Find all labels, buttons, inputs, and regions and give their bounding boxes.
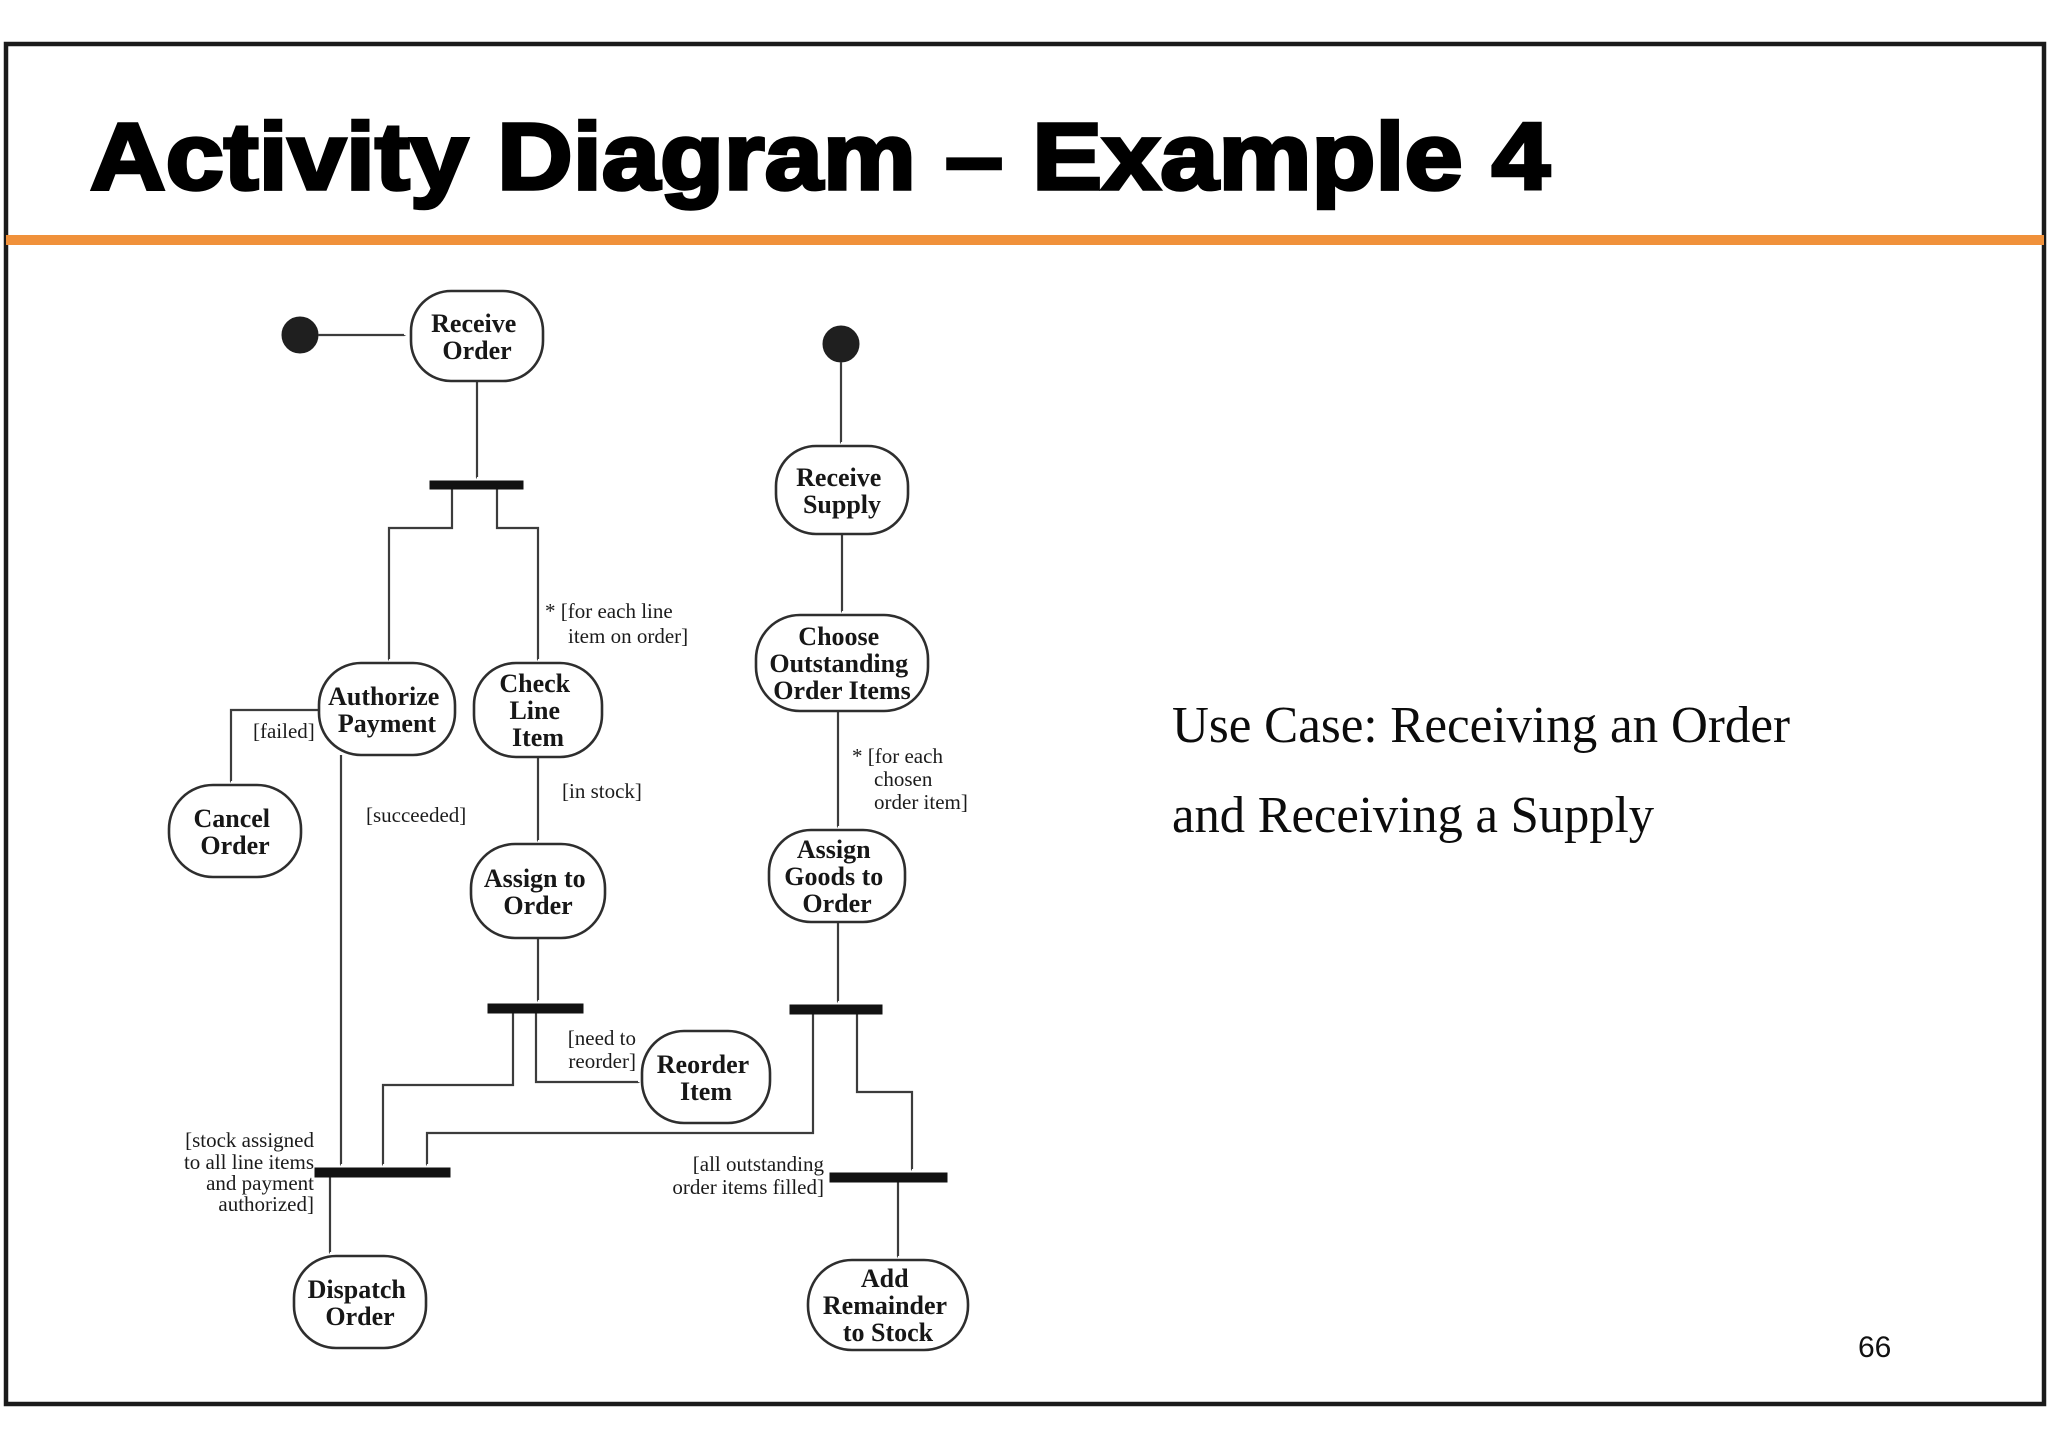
- svg-text:Reorder Item: Reorder Item: [657, 1050, 755, 1106]
- node-cancel-order: Cancel Order: [167, 783, 303, 879]
- guard-succeeded: [succeeded]: [366, 803, 466, 827]
- svg-text:Authorize Payment: Authorize Payment: [328, 682, 446, 738]
- branch-bar-supply: [789, 1004, 883, 1015]
- node-label: Receive: [796, 463, 881, 492]
- node-label: Reorder: [657, 1050, 749, 1079]
- guard-failed: [failed]: [253, 719, 315, 743]
- svg-text:Choose Outstanding: Choose Outstanding Order Items: [769, 622, 914, 705]
- initial-node-supply-icon: [822, 325, 860, 363]
- node-label: Order: [503, 891, 572, 920]
- diagram-edges: [231, 333, 914, 1256]
- edge-supply-join-to-order-join: [427, 1014, 815, 1164]
- node-label: Assign: [797, 835, 871, 864]
- node-label: Item: [680, 1077, 732, 1106]
- node-label: Order: [802, 889, 871, 918]
- node-label: Order Items: [773, 676, 910, 705]
- node-add-remainder-to-stock: Add Remainder to Stock: [806, 1258, 970, 1352]
- guard-in-stock: [in stock]: [562, 779, 642, 803]
- node-label: Receive: [431, 309, 516, 338]
- guard-stock-assigned: authorized]: [218, 1192, 314, 1216]
- page-title: Activity Diagram – Example 4: [90, 104, 1550, 210]
- join-bar-dispatch: [314, 1167, 451, 1178]
- edge-fork-to-authorize: [389, 489, 454, 659]
- svg-text:Check Line Ite: Check Line Item: [499, 669, 576, 752]
- branch-bar-assign: [487, 1003, 584, 1014]
- node-label: Goods to: [784, 862, 883, 891]
- node-receive-order: Receive Order: [409, 289, 545, 383]
- node-authorize-payment: Authorize Payment: [317, 661, 457, 757]
- node-label: Outstanding: [769, 649, 908, 678]
- node-assign-to-order: Assign to Order: [469, 842, 607, 940]
- accent-rule: [6, 235, 2044, 245]
- guard-for-each-chosen-item: order item]: [874, 790, 968, 814]
- activity-diagram: Receive Order Authorize Payment Check Li…: [167, 289, 970, 1352]
- node-label: Cancel: [193, 804, 270, 833]
- svg-text:Receive Order: Receive Order: [431, 309, 523, 365]
- side-note-line: Use Case: Receiving an Order: [1172, 697, 1790, 754]
- guard-for-each-chosen-item: * [for each: [852, 744, 943, 768]
- svg-text:Add Remainder: Add Remainder to Stock: [823, 1264, 953, 1347]
- edge-failed-to-cancel: [231, 708, 319, 781]
- node-label: Dispatch: [308, 1275, 407, 1304]
- node-label: Remainder: [823, 1291, 947, 1320]
- edge-branch-to-reorder: [534, 1013, 638, 1082]
- node-assign-goods-to-order: Assign Goods to Order: [767, 828, 907, 924]
- node-dispatch-order: Dispatch Order: [292, 1254, 428, 1350]
- guard-all-outstanding-filled: order items filled]: [672, 1175, 824, 1199]
- svg-text:Assign Goods to: Assign Goods to Order: [784, 835, 889, 918]
- page-number: 66: [1858, 1331, 1891, 1364]
- node-label: Item: [512, 723, 564, 752]
- guard-stock-assigned: and payment: [206, 1171, 314, 1195]
- node-label: Payment: [338, 709, 437, 738]
- node-label: Assign to: [484, 864, 586, 893]
- node-receive-supply: Receive Supply: [774, 444, 910, 536]
- node-label: Choose: [798, 622, 879, 651]
- node-label: Authorize: [328, 682, 439, 711]
- node-choose-outstanding-order-items: Choose Outstanding Order Items: [754, 613, 930, 713]
- guard-for-each-chosen-item: chosen: [874, 767, 933, 791]
- guard-all-outstanding-filled: [all outstanding: [693, 1152, 825, 1176]
- node-label: Check: [499, 669, 570, 698]
- guard-for-each-line-item: item on order]: [568, 624, 688, 648]
- node-label: Order: [325, 1302, 394, 1331]
- svg-text:Dispatch Order: Dispatch Order: [308, 1275, 413, 1331]
- node-reorder-item: Reorder Item: [640, 1029, 772, 1125]
- side-note-line: and Receiving a Supply: [1172, 787, 1654, 844]
- svg-text:Receive Supply: Receive Supply: [796, 463, 888, 519]
- node-label: Order: [442, 336, 511, 365]
- guard-stock-assigned: to all line items: [184, 1150, 314, 1174]
- svg-text:Assign to Order: Assign to Order: [484, 864, 592, 920]
- node-label: Order: [200, 831, 269, 860]
- edge-to-stock-join: [855, 1014, 914, 1169]
- guard-stock-assigned: [stock assigned: [185, 1128, 314, 1152]
- side-note: Use Case: Receiving an Order and Receivi…: [1172, 697, 1790, 844]
- fork-bar-order: [429, 480, 524, 490]
- guard-need-to-reorder: [need to: [568, 1026, 636, 1050]
- node-label: Supply: [803, 490, 881, 519]
- node-label: to Stock: [843, 1318, 934, 1347]
- guard-labels: * [for each line item on order] [failed]…: [184, 599, 968, 1216]
- join-bar-stock: [829, 1172, 948, 1183]
- guard-for-each-line-item: * [for each line: [545, 599, 673, 623]
- svg-text:Cancel Order: Cancel Order: [193, 804, 276, 860]
- node-label: Line: [509, 696, 560, 725]
- initial-node-order-icon: [281, 316, 319, 354]
- guard-need-to-reorder: reorder]: [568, 1049, 636, 1073]
- node-check-line-item: Check Line Item: [472, 661, 604, 759]
- edge-fork-to-check-line: [495, 489, 540, 659]
- node-label: Add: [861, 1264, 909, 1293]
- edge-branch-to-join: [383, 1013, 515, 1164]
